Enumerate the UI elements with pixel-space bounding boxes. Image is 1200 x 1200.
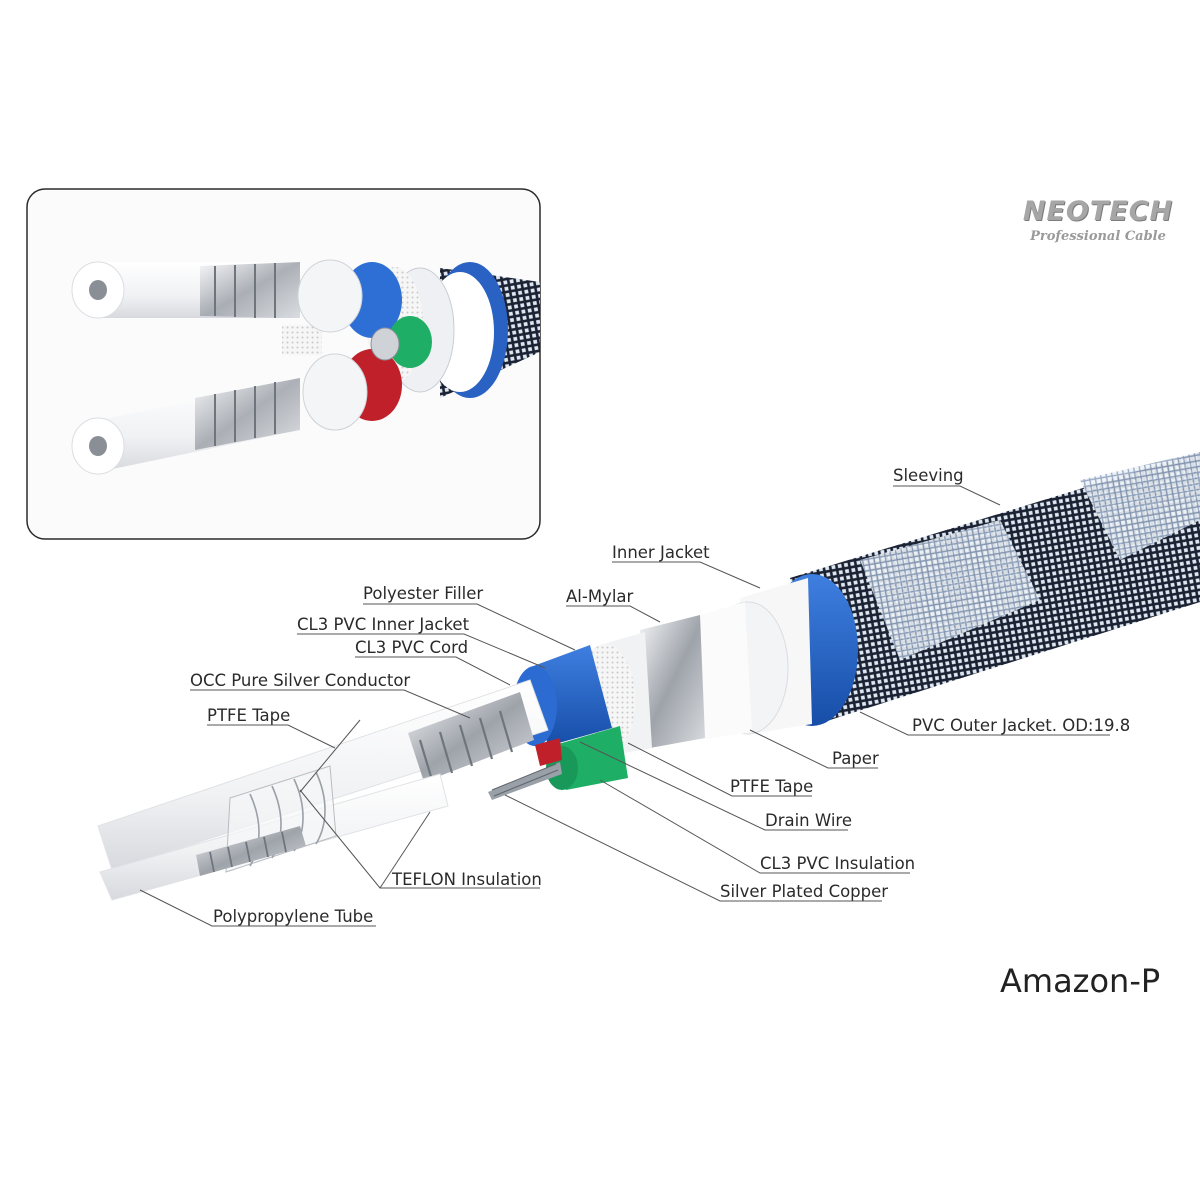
cable-paper	[690, 602, 752, 740]
leader-ptfe-tape-left	[207, 724, 336, 749]
label-silver-plated-copper: Silver Plated Copper	[720, 882, 888, 901]
label-sleeving: Sleeving	[893, 466, 964, 485]
leader-cl3-pvc-inner-jacket	[297, 633, 546, 669]
leader-cl3-pvc-insulation	[599, 779, 910, 874]
label-al-mylar: Al-Mylar	[566, 587, 634, 606]
label-occ-pure-silver-conductor: OCC Pure Silver Conductor	[190, 671, 410, 690]
callout-labels: Sleeving Inner Jacket Polyester Filler A…	[190, 466, 1130, 926]
leader-cl3-pvc-cord	[355, 656, 511, 686]
label-cl3-pvc-cord: CL3 PVC Cord	[355, 638, 468, 657]
label-ptfe-tape-left: PTFE Tape	[207, 706, 290, 725]
model-name: Amazon-P	[1000, 962, 1161, 1000]
leader-polypropylene-tube	[139, 889, 376, 927]
leader-occ-branch	[299, 719, 361, 793]
leader-teflon-branch	[379, 811, 431, 889]
label-polyester-filler: Polyester Filler	[363, 584, 483, 603]
label-pvc-outer-jacket: PVC Outer Jacket. OD:19.8	[912, 716, 1130, 735]
main-cable	[97, 452, 1200, 901]
label-ptfe-tape-right: PTFE Tape	[730, 777, 813, 796]
leader-polyester-filler	[363, 603, 576, 651]
label-inner-jacket: Inner Jacket	[612, 543, 710, 562]
leader-pvc-outer-jacket	[859, 711, 1110, 736]
inset-upper-conductor	[71, 259, 363, 333]
cable-al-mylar	[640, 615, 705, 748]
leader-drain-wire	[579, 741, 848, 831]
leader-silver-plated-copper	[504, 794, 882, 902]
leader-paper	[749, 729, 878, 769]
leader-inner-jacket	[612, 561, 761, 589]
brand-tagline: Professional Cable	[1030, 229, 1166, 244]
label-teflon-insulation: TEFLON Insulation	[391, 870, 542, 889]
label-drain-wire: Drain Wire	[765, 811, 852, 830]
brand-name: NEOTECH	[1022, 196, 1174, 227]
leader-sleeving	[893, 485, 1001, 506]
label-cl3-pvc-insulation: CL3 PVC Insulation	[760, 854, 915, 873]
leader-al-mylar	[566, 605, 661, 623]
leader-occ-pure-silver-conductor	[190, 689, 471, 719]
leader-lines	[139, 485, 1110, 927]
inset-lower-conductor	[71, 353, 368, 475]
inset-detail-view	[26, 188, 541, 540]
brand-logo: NEOTECH Professional Cable	[1018, 196, 1178, 244]
leader-ptfe-tape-right	[627, 742, 812, 797]
label-polypropylene-tube: Polypropylene Tube	[213, 907, 373, 926]
label-cl3-pvc-inner-jacket: CL3 PVC Inner Jacket	[297, 615, 470, 634]
cable-sleeving	[790, 452, 1200, 720]
label-paper: Paper	[832, 749, 879, 768]
